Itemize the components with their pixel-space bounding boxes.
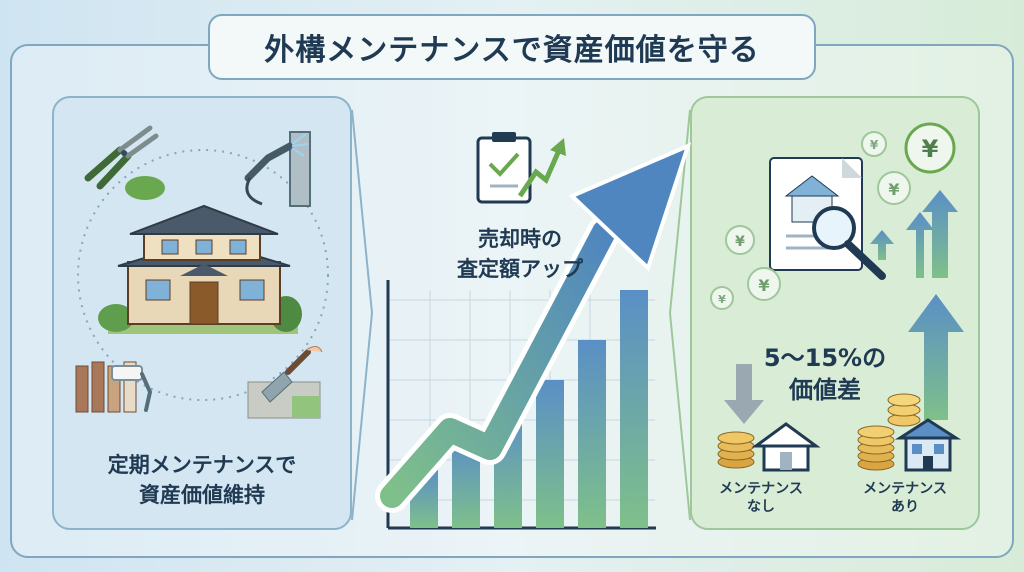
- growth-arrow-icon: [375, 142, 692, 513]
- house-icon: [98, 204, 302, 334]
- document-search-icon: [769, 157, 886, 280]
- left-caption-line1: 定期メンテナンスで: [107, 453, 297, 477]
- left-caption-line2: 資産価値維持: [139, 483, 265, 507]
- coin-label: ¥: [922, 135, 939, 163]
- pruning-shears-icon: [84, 125, 165, 200]
- page-title: 外構メンテナンスで資産価値を守る: [208, 14, 816, 80]
- with-maintenance-label: メンテナンス あり: [850, 480, 960, 516]
- value-down-arrow: [724, 364, 764, 424]
- maintenance-cycle-ring: [77, 149, 329, 401]
- coin-label: ¥: [888, 180, 899, 199]
- without-maintenance-illustration: [717, 422, 821, 472]
- with-maintenance-line2: あり: [891, 499, 919, 515]
- fence-paint-roller-icon: [75, 361, 153, 413]
- without-maintenance-label: メンテナンス なし: [706, 480, 816, 516]
- coin-label: ¥: [758, 276, 769, 295]
- chart-bar: [578, 340, 606, 528]
- chart-bars: [410, 290, 648, 528]
- coin-label: ¥: [735, 234, 745, 250]
- left-caption: 定期メンテナンスで 資産価値維持: [52, 450, 352, 510]
- with-maintenance-illustration: [857, 393, 962, 472]
- value-difference-caption: 5〜15%の 価値差: [730, 342, 920, 406]
- without-maintenance-line2: なし: [747, 499, 775, 515]
- coin-label: ¥: [870, 138, 879, 152]
- pressure-washer-icon: [244, 131, 311, 207]
- without-maintenance-line1: メンテナンス: [719, 481, 803, 497]
- center-caption-line2: 査定額アップ: [457, 257, 583, 281]
- chart-bar: [536, 380, 564, 528]
- clipboard-check-icon: [476, 132, 566, 204]
- value-up-arrow: [908, 294, 964, 420]
- with-maintenance-line1: メンテナンス: [863, 481, 947, 497]
- center-caption: 売却時の 査定額アップ: [430, 224, 610, 284]
- center-caption-line1: 売却時の: [478, 227, 562, 251]
- chart-bar: [620, 290, 648, 528]
- yen-coin-icon: ¥ ¥ ¥ ¥ ¥ ¥: [710, 122, 956, 310]
- trowel-icon: [247, 346, 323, 419]
- coin-label: ¥: [718, 293, 726, 306]
- value-difference-line1: 5〜15%の: [763, 344, 887, 372]
- upward-arrows: [870, 190, 958, 278]
- value-difference-line2: 価値差: [789, 376, 861, 404]
